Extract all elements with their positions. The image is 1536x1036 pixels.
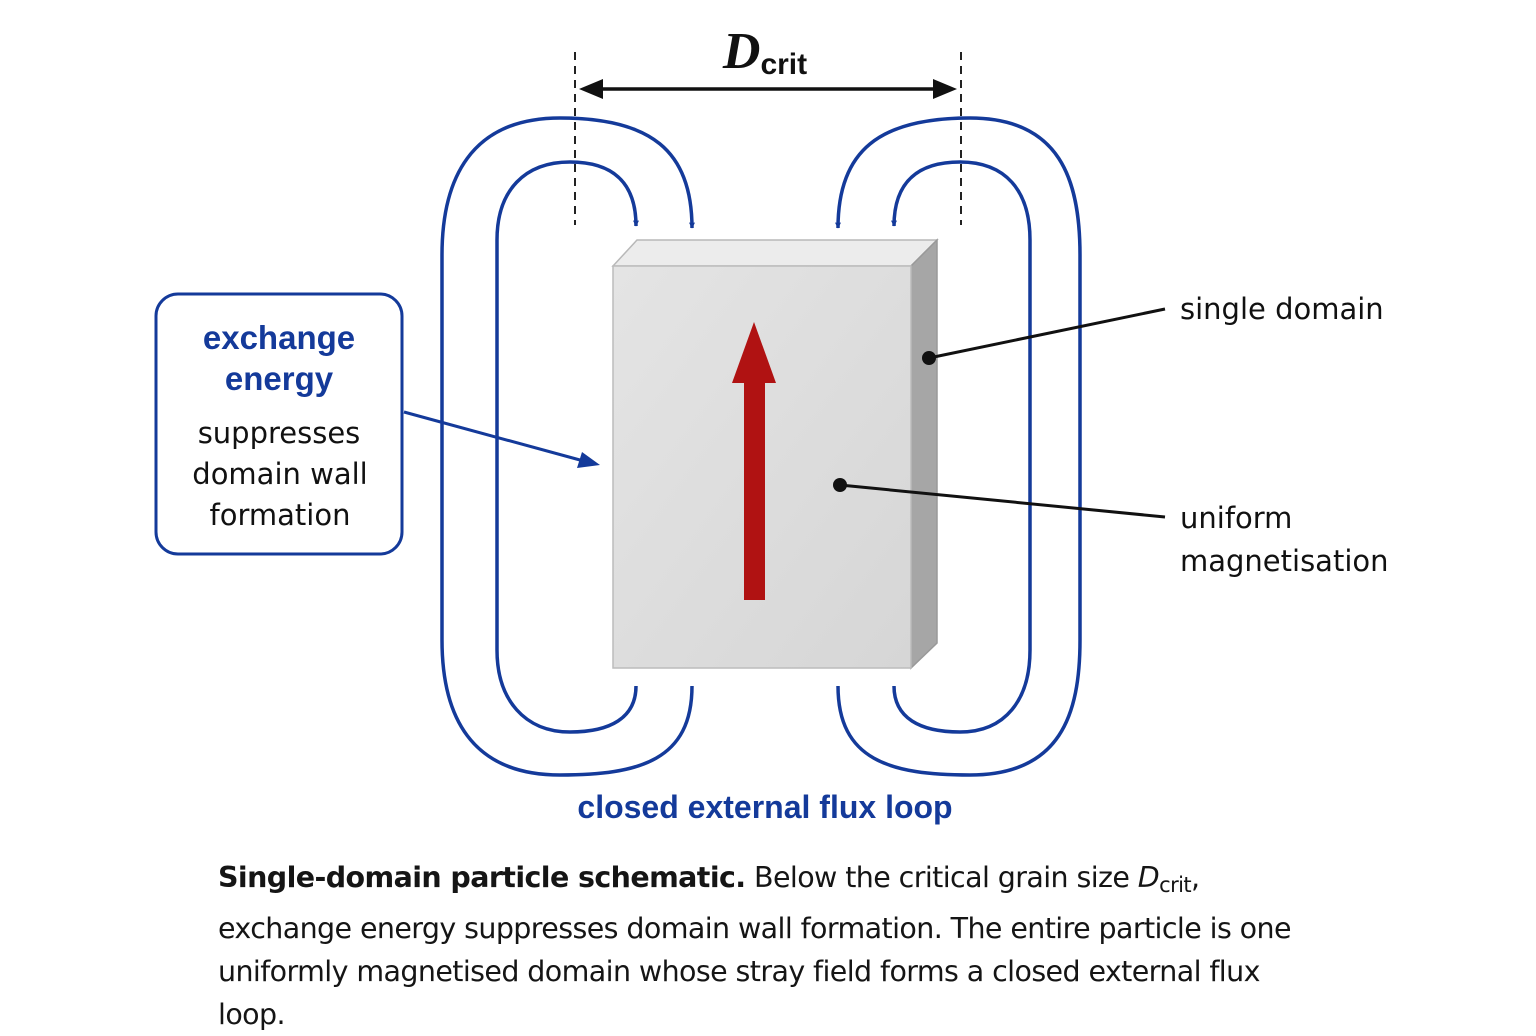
caption-text-after-symbol: , exchange energy suppresses domain wall… — [218, 861, 1292, 1031]
caption-bold-lead: Single-domain particle schematic. — [218, 861, 746, 894]
callout-title-line2: energy — [225, 360, 334, 397]
flux-loop-left-outer — [440, 116, 695, 777]
uniform-magnetisation-leader — [839, 483, 1166, 519]
caption-text-before-symbol: Below the critical grain size — [745, 861, 1138, 894]
uniform-magnetisation-annotation: uniform magnetisation — [833, 478, 1389, 578]
dcrit-symbol: D — [722, 23, 761, 80]
flux-lines — [440, 116, 1082, 777]
callout-pointer-head — [577, 452, 600, 468]
magnetisation-arrowhead — [732, 322, 776, 383]
single-domain-dot — [922, 351, 936, 365]
dcrit-arrowhead-left — [579, 79, 603, 99]
dcrit-arrowhead-right — [933, 79, 957, 99]
flux-loop-left-inner — [495, 160, 639, 734]
particle-top-face — [611, 239, 939, 267]
magnetisation-arrow-shaft — [744, 380, 765, 600]
exchange-energy-callout: exchange energy suppresses domain wall f… — [154, 292, 600, 556]
flux-loop-label: closed external flux loop — [577, 789, 952, 825]
single-domain-leader — [928, 307, 1166, 360]
dcrit-subscript: crit — [760, 48, 807, 81]
callout-body-line1: suppresses — [198, 416, 361, 450]
particle-block — [611, 238, 939, 670]
single-domain-label: single domain — [1180, 292, 1384, 326]
flux-loop-right-inner — [891, 160, 1032, 734]
caption-subscript: crit — [1159, 873, 1191, 897]
callout-body-line2: domain wall — [192, 457, 367, 491]
uniform-label-line2: magnetisation — [1180, 544, 1389, 578]
caption-symbol: D — [1137, 861, 1160, 894]
magnetisation-arrow — [732, 322, 776, 600]
callout-body-line3: formation — [210, 498, 351, 532]
figure-caption: Single-domain particle schematic. Below … — [218, 856, 1328, 1036]
uniform-magnetisation-dot — [833, 478, 847, 492]
single-domain-annotation: single domain — [922, 292, 1384, 365]
callout-title-line1: exchange — [203, 319, 355, 356]
particle-side-face — [910, 238, 938, 670]
uniform-label-line1: uniform — [1180, 501, 1292, 535]
dcrit-dimension: Dcrit — [574, 23, 962, 225]
dcrit-label: Dcrit — [722, 23, 807, 81]
flux-loop-right-outer — [835, 116, 1082, 777]
callout-pointer-line — [403, 410, 581, 462]
callout-box — [154, 292, 404, 556]
